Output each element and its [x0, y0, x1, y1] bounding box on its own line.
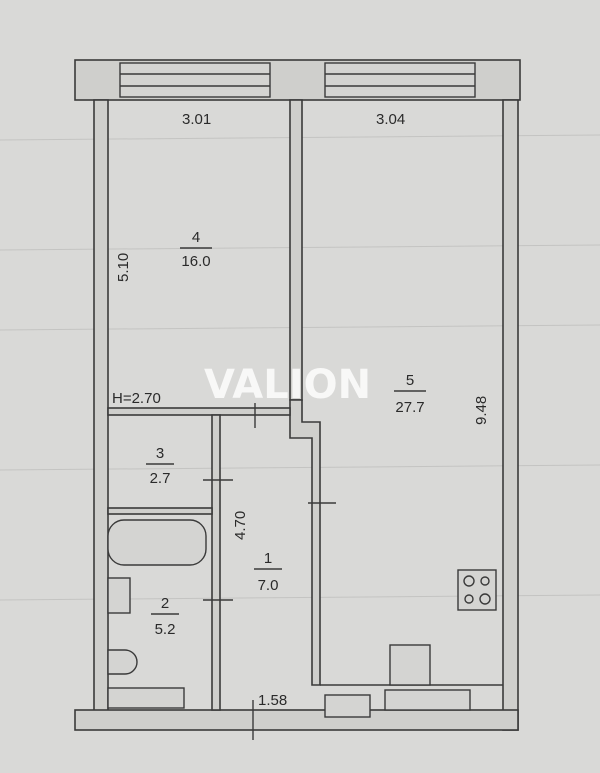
room-2-label: 2 5.2 — [151, 595, 179, 638]
partition-corridor — [289, 399, 321, 686]
door-marks — [203, 403, 336, 740]
top-wall — [74, 59, 521, 101]
right-wall — [502, 99, 519, 731]
ceiling-height: H=2.70 — [112, 390, 161, 407]
dim-corridor-length: 4.70 — [232, 511, 249, 540]
washing-machine-icon — [107, 687, 185, 709]
dim-room4-width: 3.01 — [182, 111, 211, 128]
room-3-label: 3 2.7 — [146, 445, 174, 487]
svg-text:16.0: 16.0 — [181, 253, 210, 270]
window-right — [324, 62, 476, 98]
dim-room5-width: 3.04 — [376, 111, 405, 128]
svg-text:27.7: 27.7 — [395, 399, 424, 416]
svg-text:4: 4 — [192, 229, 200, 246]
window-left — [119, 62, 271, 98]
bathtub-icon — [107, 519, 207, 566]
room-1-label: 1 7.0 — [254, 550, 282, 594]
bottom-wall — [74, 709, 519, 731]
dim-room5-length: 9.48 — [473, 396, 490, 425]
partition-3-2 — [107, 507, 213, 515]
svg-text:2: 2 — [161, 595, 169, 612]
svg-text:1: 1 — [264, 550, 272, 567]
kitchen-sink-icon — [389, 644, 431, 686]
room-4-label: 4 16.0 — [180, 229, 212, 270]
svg-text:5: 5 — [406, 372, 414, 389]
dim-room4-length: 5.10 — [115, 253, 132, 282]
radiator-icon-2 — [324, 694, 371, 718]
partition-horizontal — [107, 407, 291, 416]
dim-corridor-width: 1.58 — [258, 692, 287, 709]
room-5-label: 5 27.7 — [394, 372, 426, 416]
partition-bath-corridor — [211, 414, 221, 711]
svg-text:5.2: 5.2 — [155, 621, 176, 638]
watermark: VALION — [204, 362, 371, 408]
svg-text:2.7: 2.7 — [150, 470, 171, 487]
stove-icon — [457, 569, 497, 611]
svg-text:3: 3 — [156, 445, 164, 462]
left-wall — [93, 99, 109, 716]
partition-4-5 — [289, 99, 303, 401]
radiator-icon — [384, 689, 471, 711]
toilet-icon — [107, 649, 138, 675]
sink-icon — [107, 577, 131, 614]
burners — [463, 575, 491, 605]
svg-text:7.0: 7.0 — [258, 577, 279, 594]
